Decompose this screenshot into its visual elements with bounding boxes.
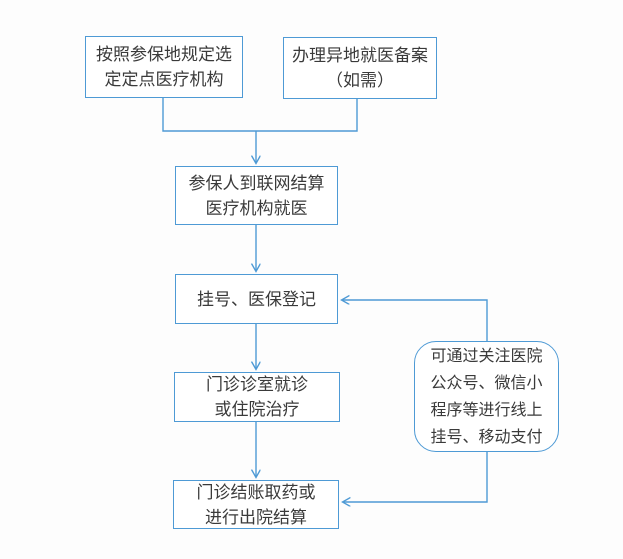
- node-label-online-note: 可通过关注医院 公众号、微信小 程序等进行线上 挂号、移动支付: [430, 347, 543, 446]
- edge-note-to-settle: [343, 452, 488, 502]
- node-label-outpatient-or-inpatient: 门诊诊室就诊 或住院治疗: [206, 375, 308, 419]
- node-label-remote-medical-filing: 办理异地就医备案 （如需）: [292, 46, 428, 90]
- flow-node-online-note: 可通过关注医院 公众号、微信小 程序等进行线上 挂号、移动支付: [414, 341, 559, 452]
- flow-node-register-insurance: 挂号、医保登记: [175, 274, 338, 324]
- flow-node-remote-medical-filing: 办理异地就医备案 （如需）: [283, 37, 437, 99]
- node-label-select-fixed-institution: 按照参保地规定选 定定点医疗机构: [96, 45, 232, 89]
- node-label-register-insurance: 挂号、医保登记: [197, 289, 316, 309]
- node-label-visit-networked-institution: 参保人到联网结算 医疗机构就医: [188, 173, 325, 218]
- flow-node-outpatient-or-inpatient: 门诊诊室就诊 或住院治疗: [174, 372, 340, 422]
- node-label-settle-and-discharge: 门诊结账取药或 进行出院结算: [196, 482, 316, 527]
- flow-node-settle-and-discharge: 门诊结账取药或 进行出院结算: [173, 480, 339, 529]
- edge-note-to-register: [342, 300, 488, 341]
- flow-node-select-fixed-institution: 按照参保地规定选 定定点医疗机构: [85, 36, 243, 98]
- flow-node-visit-networked-institution: 参保人到联网结算 医疗机构就医: [175, 166, 338, 225]
- edge-merge-bracket: [162, 98, 358, 132]
